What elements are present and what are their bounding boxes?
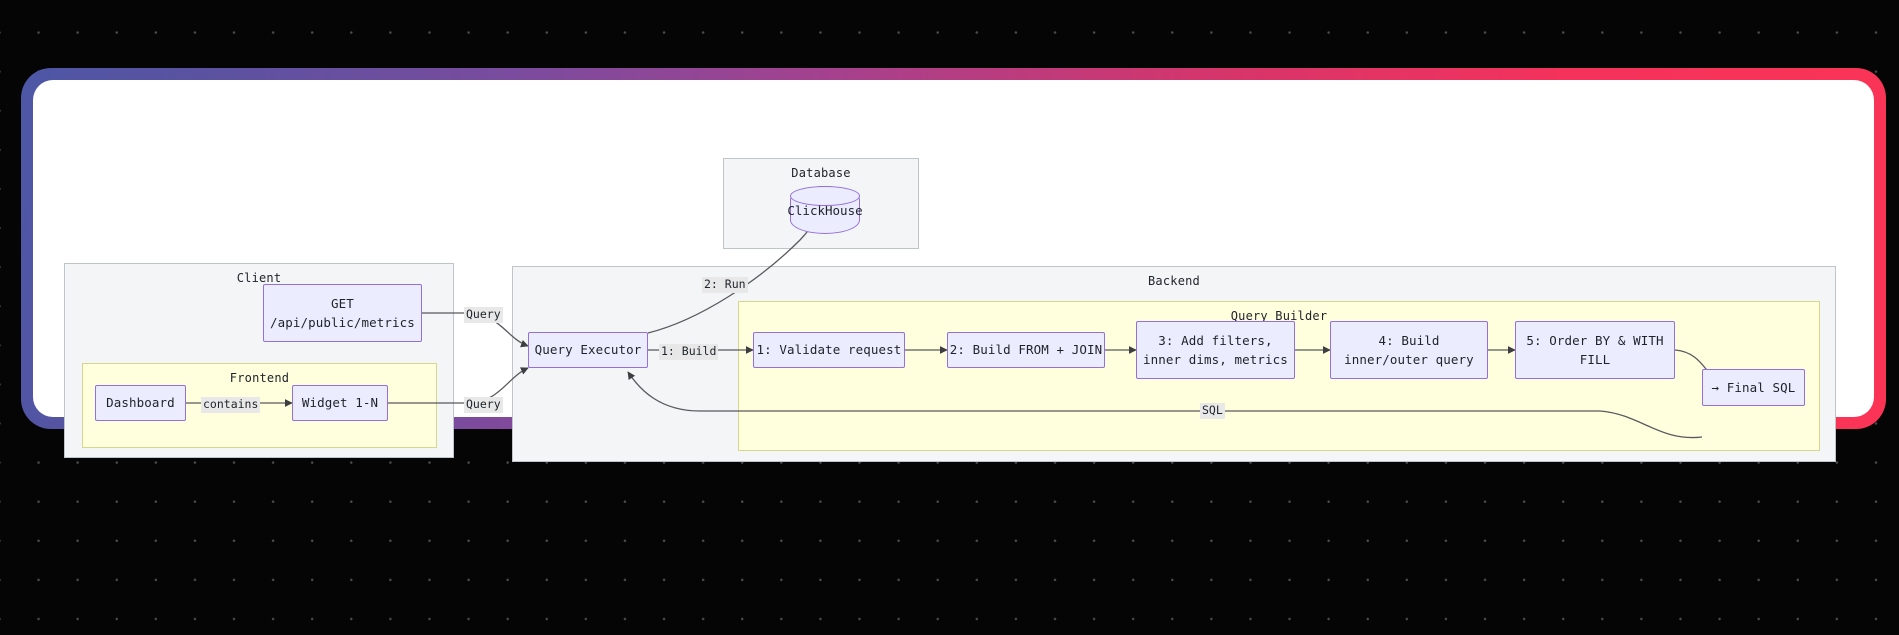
node-step-1-label: 1: Validate request bbox=[756, 342, 902, 358]
edge-label-1-build: 1: Build bbox=[659, 344, 719, 360]
node-step-3-label-line2: inner dims, metrics bbox=[1143, 352, 1288, 367]
node-api-endpoint[interactable]: GET /api/public/metrics bbox=[263, 284, 422, 342]
edge-widget-executor bbox=[388, 367, 529, 404]
node-final-sql[interactable]: → Final SQL bbox=[1702, 369, 1805, 406]
node-query-executor-label: Query Executor bbox=[534, 342, 642, 358]
node-widget-label: Widget 1-N bbox=[301, 395, 379, 411]
node-final-sql-label: → Final SQL bbox=[1711, 379, 1796, 395]
cluster-query-builder-label: Query Builder bbox=[1230, 309, 1328, 323]
node-step-5-label-line1: 5: Order BY & WITH bbox=[1526, 332, 1664, 348]
edge-label-api-query: Query bbox=[464, 307, 503, 323]
node-clickhouse[interactable]: ClickHouse bbox=[787, 186, 863, 234]
node-step-4-label-line2: inner/outer query bbox=[1344, 352, 1474, 367]
node-api-method: GET bbox=[331, 295, 354, 311]
node-widget[interactable]: Widget 1-N bbox=[292, 385, 388, 421]
node-step-2-label: 2: Build FROM + JOIN bbox=[949, 342, 1103, 358]
node-step-4-build-inner-outer-query[interactable]: 4: Build inner/outer query bbox=[1330, 321, 1488, 379]
edge-label-contains: contains bbox=[201, 397, 261, 413]
node-step-4-label-line1: 4: Build bbox=[1378, 332, 1440, 348]
node-step-2-build-from-join[interactable]: 2: Build FROM + JOIN bbox=[947, 332, 1105, 368]
node-query-executor[interactable]: Query Executor bbox=[528, 332, 648, 368]
node-step-5-order-by-with-fill[interactable]: 5: Order BY & WITH FILL bbox=[1515, 321, 1675, 379]
node-api-path: /api/public/metrics bbox=[270, 315, 415, 330]
node-step-1-validate-request[interactable]: 1: Validate request bbox=[753, 332, 905, 368]
edge-label-sql: SQL bbox=[1200, 403, 1225, 419]
node-step-5-label-line2: FILL bbox=[1579, 352, 1611, 367]
node-dashboard[interactable]: Dashboard bbox=[95, 385, 186, 421]
node-step-3-label-line1: 3: Add filters, bbox=[1158, 332, 1273, 348]
cluster-client-label: Client bbox=[236, 271, 282, 285]
edge-label-widget-query: Query bbox=[464, 397, 503, 413]
cluster-backend-label: Backend bbox=[1148, 274, 1200, 288]
node-dashboard-label: Dashboard bbox=[106, 395, 175, 411]
cluster-database-label: Database bbox=[791, 166, 851, 180]
node-step-3-add-filters[interactable]: 3: Add filters, inner dims, metrics bbox=[1136, 321, 1295, 379]
node-clickhouse-label: ClickHouse bbox=[787, 202, 863, 218]
edge-finalsql-executor bbox=[627, 371, 1703, 439]
edge-label-2-run: 2: Run bbox=[702, 277, 748, 293]
edge-executor-clickhouse bbox=[647, 212, 819, 334]
cluster-frontend-label: Frontend bbox=[229, 371, 290, 385]
